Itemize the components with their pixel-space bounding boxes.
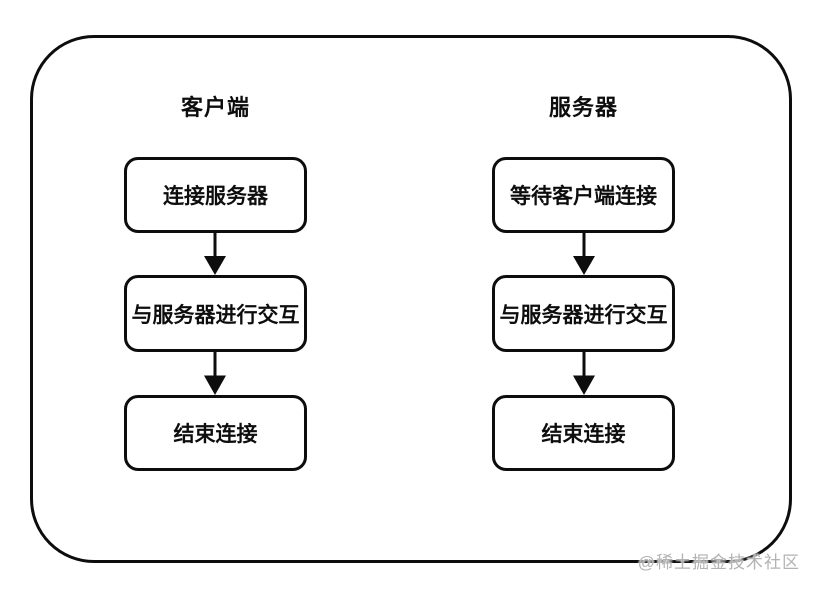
client-arrow-1 xyxy=(203,233,227,275)
client-step-interact-box: 与服务器进行交互 xyxy=(124,275,307,352)
server-step-wait-box: 等待客户端连接 xyxy=(492,157,675,233)
server-step-close-box: 结束连接 xyxy=(492,395,675,471)
client-step-connect-box: 连接服务器 xyxy=(124,157,307,233)
server-arrow-1 xyxy=(572,233,596,275)
down-arrow-icon xyxy=(573,233,595,275)
client-step-close-box: 结束连接 xyxy=(124,395,307,471)
watermark: @稀土掘金技术社区 xyxy=(637,553,800,572)
down-arrow-icon xyxy=(573,352,595,395)
down-arrow-icon xyxy=(204,352,226,395)
column-header-server: 服务器 xyxy=(548,95,618,120)
down-arrow-icon xyxy=(204,233,226,275)
server-step-interact-box: 与服务器进行交互 xyxy=(492,275,675,352)
server-arrow-2 xyxy=(572,352,596,395)
diagram-border-frame xyxy=(30,35,792,563)
column-header-client: 客户端 xyxy=(180,95,250,120)
client-arrow-2 xyxy=(203,352,227,395)
